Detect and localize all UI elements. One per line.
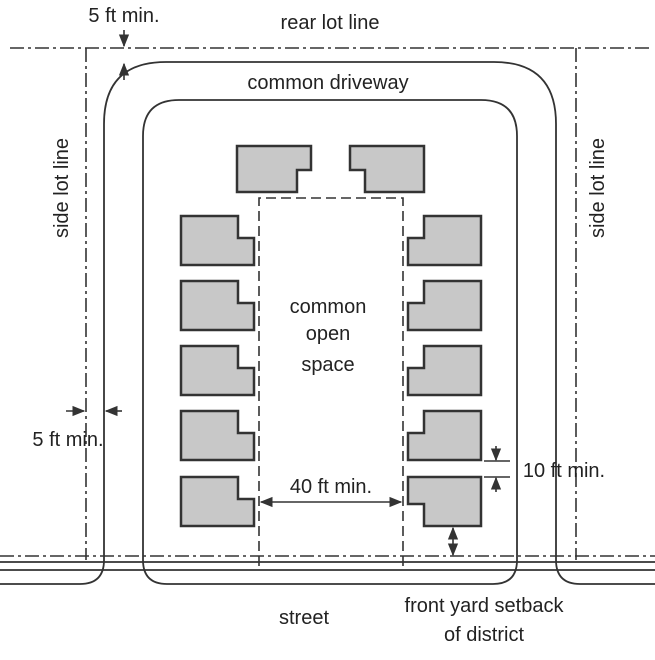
width-min-label: 40 ft min.	[290, 476, 372, 498]
side-lot-line-right-label: side lot line	[587, 138, 609, 238]
left-setback-label: 5 ft min.	[32, 429, 103, 451]
house-right-2	[406, 279, 483, 332]
open-space-label-line-2: open	[306, 323, 351, 345]
house-right-5	[406, 475, 483, 528]
driveway-inner-edge	[142, 99, 518, 585]
house-right-3	[406, 344, 483, 397]
house-right-4	[406, 409, 483, 462]
street-label: street	[279, 607, 329, 629]
houses	[179, 144, 483, 528]
front-yard-label-line-2: of district	[444, 624, 524, 646]
house-top-right	[348, 144, 426, 194]
side-lot-line-left-label: side lot line	[51, 138, 73, 238]
house-left-2	[179, 279, 256, 332]
house-left-1	[179, 214, 256, 267]
driveway-outer-edge	[0, 61, 655, 585]
open-space-label-line-3: space	[301, 354, 354, 376]
rear-lot-line-label: rear lot line	[281, 12, 380, 34]
top-setback-label: 5 ft min.	[88, 5, 159, 27]
spacing-min-dimension	[484, 446, 510, 492]
common-driveway-label: common driveway	[247, 72, 408, 94]
common-open-space-boundary	[258, 197, 404, 566]
house-right-1	[406, 214, 483, 267]
house-left-5	[179, 475, 256, 528]
spacing-min-label: 10 ft min.	[523, 460, 605, 482]
front-yard-label-line-1: front yard setback	[405, 595, 565, 617]
house-top-left	[235, 144, 313, 194]
open-space-label-line-1: common	[290, 296, 367, 318]
house-left-3	[179, 344, 256, 397]
house-left-4	[179, 409, 256, 462]
